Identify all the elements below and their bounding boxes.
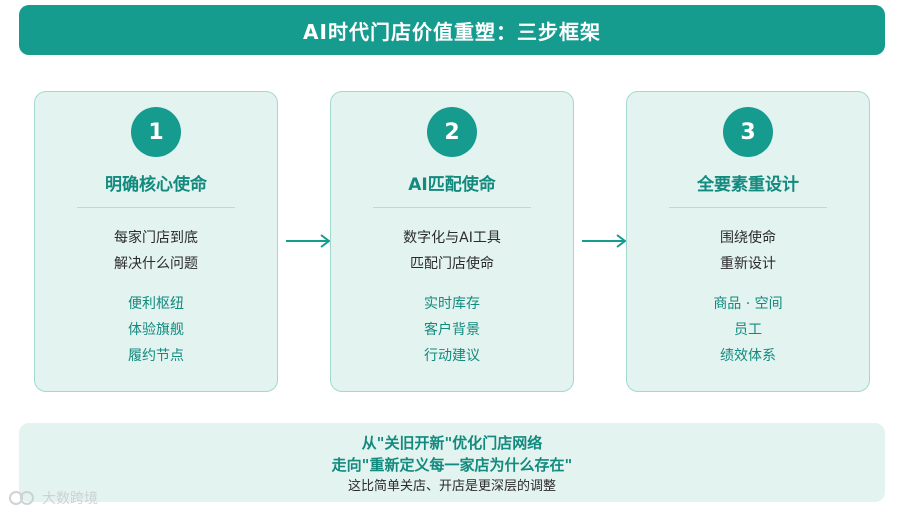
list-item: 员工 [734,322,762,338]
arrow-right-icon [286,234,331,248]
step-items: 实时库存 客户背景 行动建议 [331,291,573,369]
page-title: AI时代门店价值重塑：三步框架 [19,5,885,55]
step-card-1: 1 明确核心使命 每家门店到底 解决什么问题 便利枢纽 体验旗舰 履约节点 [34,91,278,392]
step-description: 每家门店到底 解决什么问题 [35,225,277,277]
list-item: 实时库存 [424,296,480,312]
conclusion-box: 从"关旧开新"优化门店网络 走向"重新定义每一家店为什么存在" 这比简单关店、开… [19,423,885,502]
description-line: 重新设计 [720,256,776,272]
step-description: 数字化与AI工具 匹配门店使命 [331,225,573,277]
step-card-2: 2 AI匹配使命 数字化与AI工具 匹配门店使命 实时库存 客户背景 行动建议 [330,91,574,392]
step-number-badge: 1 [131,107,181,157]
step-items: 便利枢纽 体验旗舰 履约节点 [35,291,277,369]
list-item: 绩效体系 [720,348,776,364]
list-item: 履约节点 [128,348,184,364]
divider [373,207,531,208]
description-line: 匹配门店使命 [410,256,494,272]
step-number-badge: 2 [427,107,477,157]
divider [669,207,827,208]
list-item: 体验旗舰 [128,322,184,338]
conclusion-line-1: 从"关旧开新"优化门店网络 [361,434,543,452]
description-line: 数字化与AI工具 [403,230,501,246]
conclusion-line-2: 走向"重新定义每一家店为什么存在" [331,456,573,474]
step-description: 围绕使命 重新设计 [627,225,869,277]
arrow-right-icon [582,234,627,248]
step-title: 全要素重设计 [697,175,799,195]
step-title: AI匹配使命 [408,175,496,195]
logo-icon [9,491,34,505]
divider [77,207,235,208]
description-line: 解决什么问题 [114,256,198,272]
list-item: 客户背景 [424,322,480,338]
step-items: 商品 · 空间 员工 绩效体系 [627,291,869,369]
step-number-badge: 3 [723,107,773,157]
step-title: 明确核心使命 [105,175,207,195]
list-item: 便利枢纽 [128,296,184,312]
watermark-text: 大数跨境 [42,491,98,507]
list-item: 商品 · 空间 [713,296,783,312]
step-card-3: 3 全要素重设计 围绕使命 重新设计 商品 · 空间 员工 绩效体系 [626,91,870,392]
conclusion-line-3: 这比简单关店、开店是更深层的调整 [347,479,556,494]
description-line: 围绕使命 [720,230,776,246]
watermark: 大数跨境 [8,488,98,508]
description-line: 每家门店到底 [114,230,198,246]
list-item: 行动建议 [424,348,480,364]
